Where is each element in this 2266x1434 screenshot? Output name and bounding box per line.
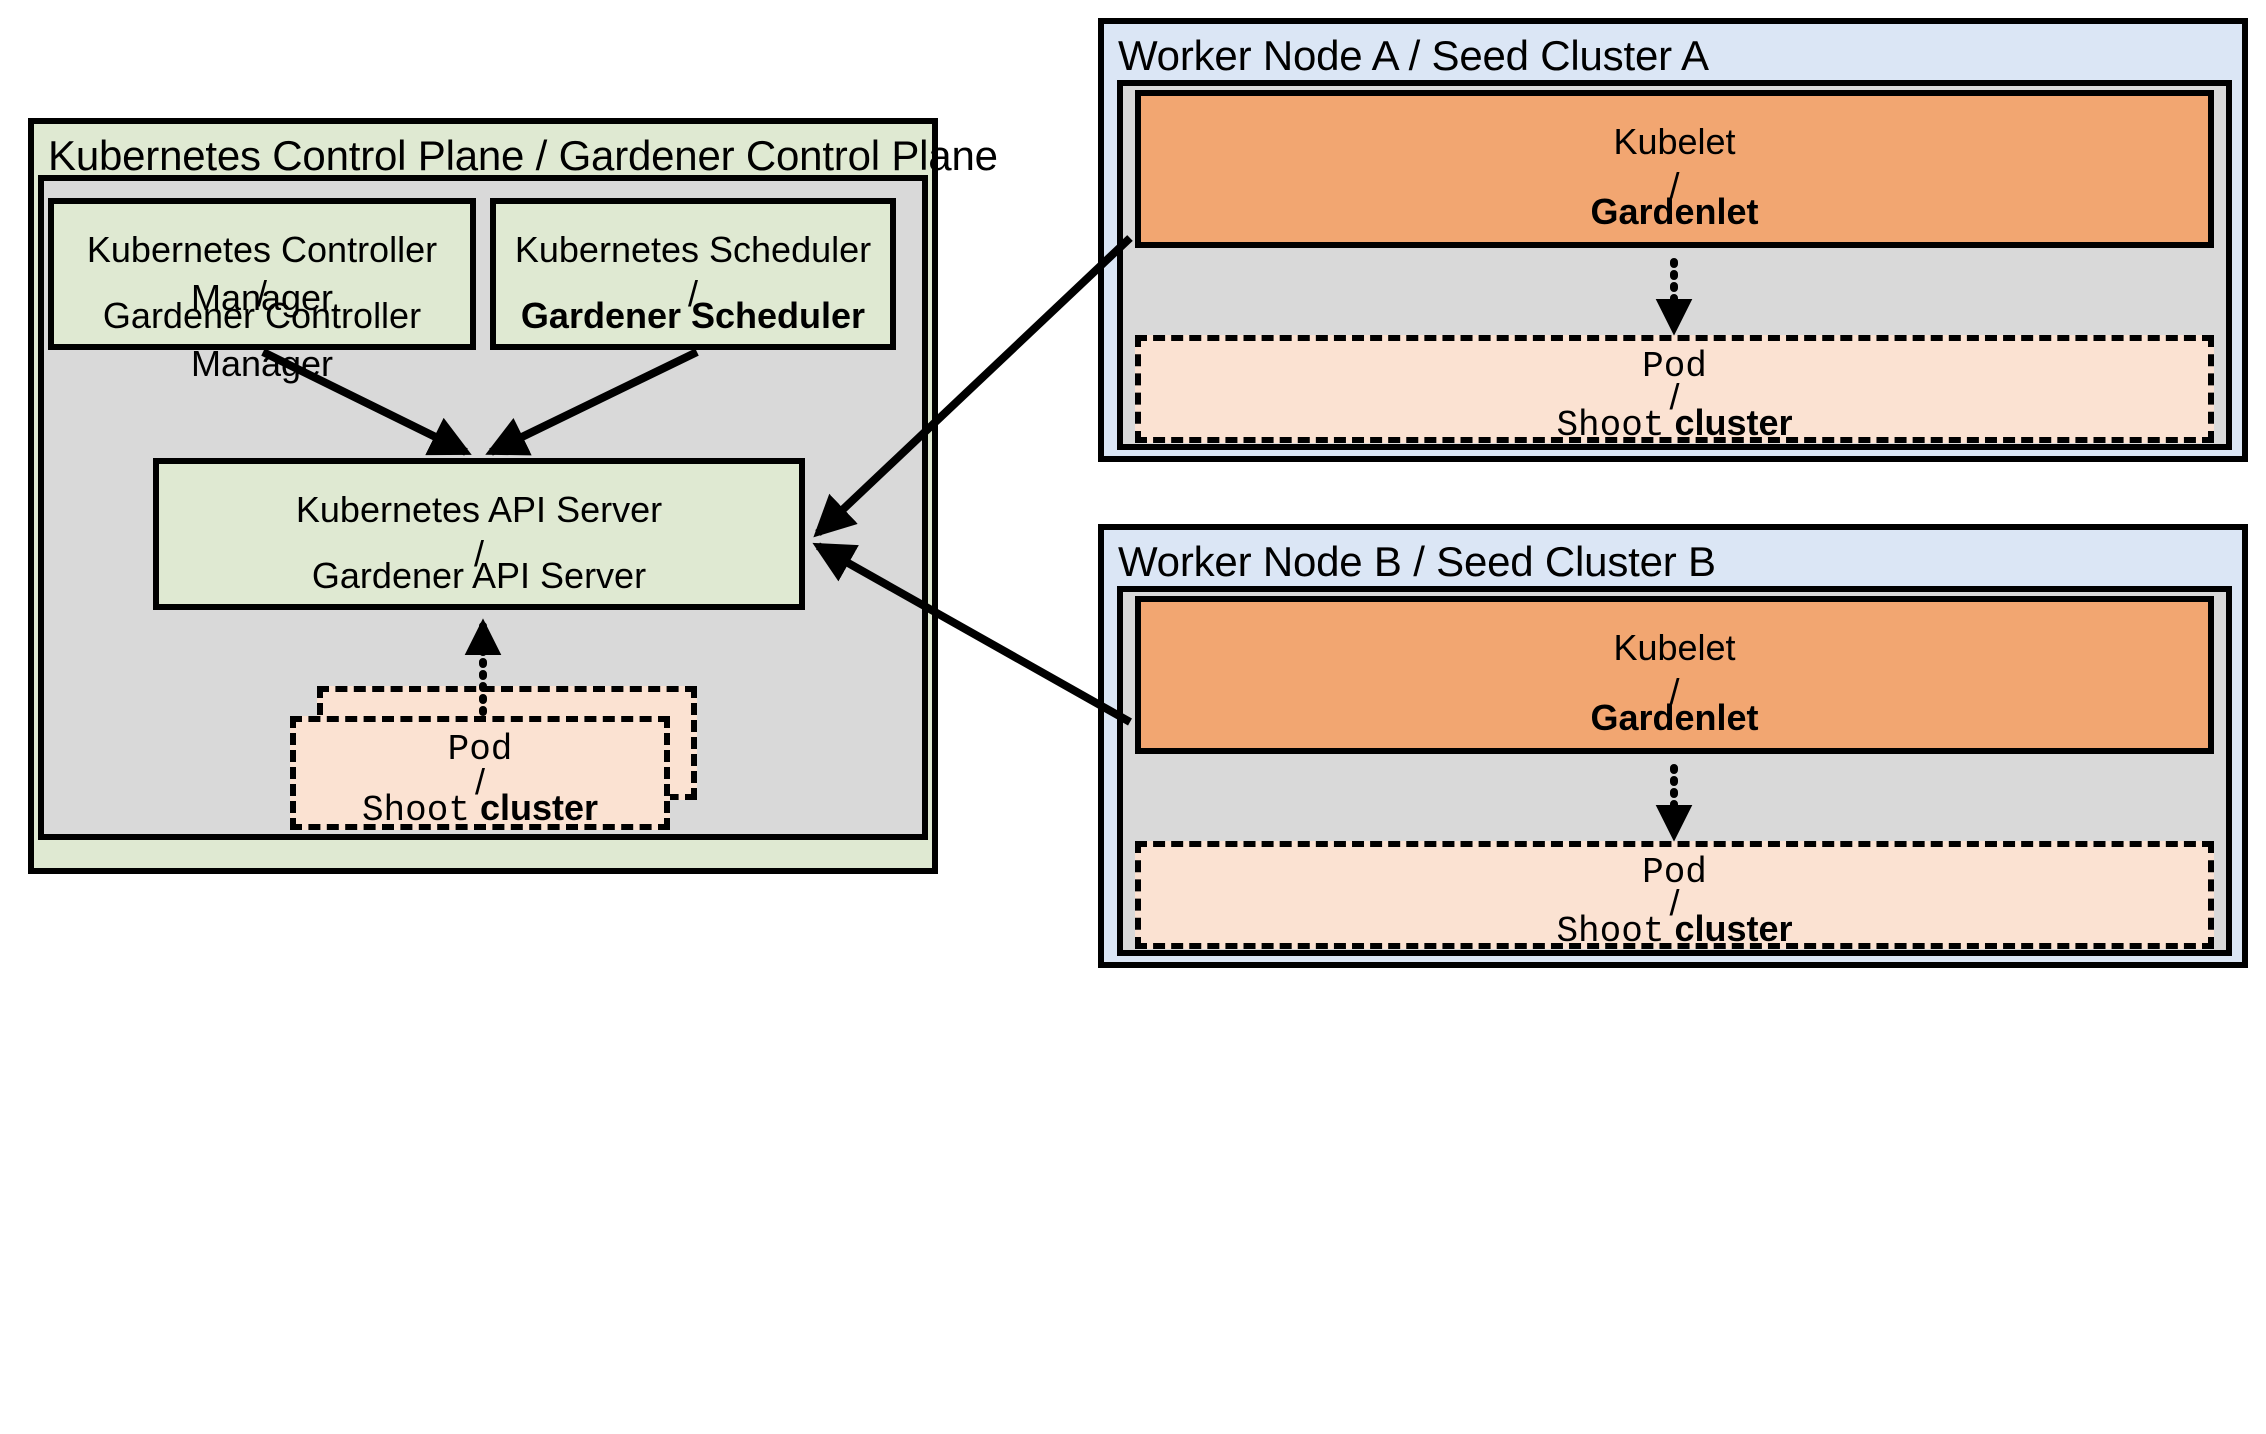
controller-manager-line2: Gardener Controller Manager [102, 295, 422, 384]
control-plane-pod-line1: Pod [447, 729, 513, 770]
kubernetes-controller-manager-box[interactable]: Kubernetes Controller Manager / Gardener… [48, 198, 476, 384]
worker-node-b-label: Worker Node B / Seed Cluster B [1118, 538, 1716, 585]
control-plane-pod-line2: Shoot cluster [296, 784, 664, 835]
api-server-separator: / [473, 533, 484, 574]
worker-b-kubelet-line2: Gardenlet [1590, 697, 1759, 738]
worker-b-kubelet-separator: / [1669, 671, 1680, 712]
worker-a-pod-separator: / [1669, 376, 1680, 417]
control-plane-pod-box[interactable]: Pod / Shoot cluster [290, 716, 670, 831]
control-plane-pod-shoot-text: Shoot [361, 790, 470, 831]
worker-node-a-kubelet-box[interactable]: Kubelet / Gardenlet [1135, 90, 2214, 248]
worker-a-pod-shoot-text: Shoot [1556, 405, 1665, 446]
worker-a-pod-line2: Shoot cluster [1141, 399, 2208, 450]
control-plane-pod-separator: / [474, 761, 485, 802]
worker-b-kubelet-line1: Kubelet [1613, 627, 1736, 668]
control-plane-label: Kubernetes Control Plane / Gardener Cont… [48, 132, 998, 179]
api-server-line2: Gardener API Server [311, 555, 647, 596]
scheduler-separator: / [687, 273, 698, 314]
scheduler-line1: Kubernetes Scheduler [514, 229, 872, 270]
scheduler-line2: Gardener Scheduler [520, 295, 866, 336]
worker-a-kubelet-line2: Gardenlet [1590, 191, 1759, 232]
worker-node-a-pod-box[interactable]: Pod / Shoot cluster [1135, 335, 2214, 446]
worker-a-kubelet-line1: Kubelet [1613, 121, 1736, 162]
worker-b-pod-cluster-text: cluster [1674, 908, 1793, 949]
kubernetes-scheduler-box[interactable]: Kubernetes Scheduler / Gardener Schedule… [490, 198, 896, 350]
controller-manager-separator: / [256, 273, 267, 314]
controller-manager-line1: Kubernetes Controller Manager [86, 229, 438, 318]
control-plane-pod-cluster-text: cluster [479, 787, 599, 828]
worker-a-pod-cluster-text: cluster [1674, 402, 1793, 443]
worker-node-a-label: Worker Node A / Seed Cluster A [1118, 32, 1709, 79]
worker-node-b-kubelet-box[interactable]: Kubelet / Gardenlet [1135, 596, 2214, 754]
worker-a-pod-line1: Pod [1642, 346, 1707, 387]
worker-a-kubelet-separator: / [1669, 165, 1680, 206]
worker-b-pod-shoot-text: Shoot [1556, 911, 1665, 952]
worker-b-pod-line1: Pod [1642, 852, 1707, 893]
kubernetes-api-server-box[interactable]: Kubernetes API Server / Gardener API Ser… [153, 458, 805, 610]
worker-node-b-pod-box[interactable]: Pod / Shoot cluster [1135, 841, 2214, 952]
worker-b-pod-separator: / [1669, 882, 1680, 923]
api-server-line1: Kubernetes API Server [295, 489, 663, 530]
worker-b-pod-line2: Shoot cluster [1141, 905, 2208, 956]
